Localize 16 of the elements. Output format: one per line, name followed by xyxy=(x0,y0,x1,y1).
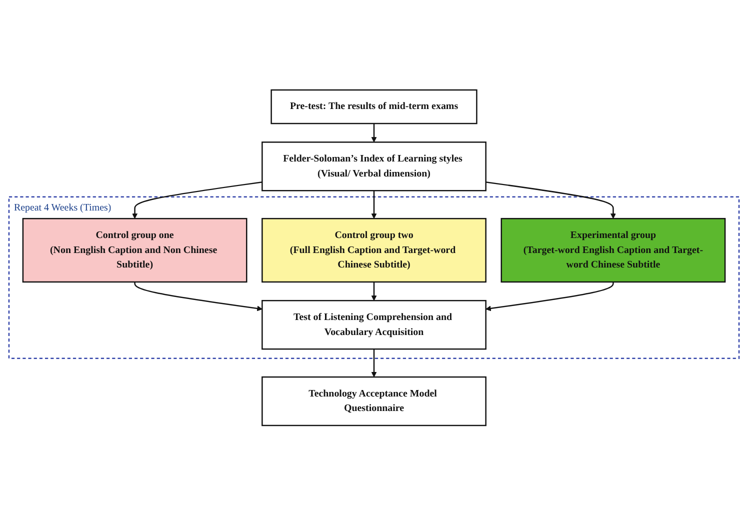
arrow xyxy=(486,282,614,312)
repeat-label: Repeat 4 Weeks (Times) xyxy=(14,202,112,214)
process-box: Experimental group (Target-word English Caption and Target-word Chinese Subtitle xyxy=(500,218,726,283)
arrow xyxy=(486,182,616,220)
process-box: Felder-Soloman’s Index of Learning styles (Visual/ Verbal dimension) xyxy=(262,142,486,192)
process-box: Control group one (Non English Caption and Non Chinese Subtitle) xyxy=(22,218,248,283)
arrow xyxy=(132,182,262,220)
arrow xyxy=(371,124,377,143)
arrow xyxy=(134,282,262,312)
process-box: Control group two (Full English Caption and Target-word Chinese Subtitle) xyxy=(262,218,486,283)
process-box: Technology Acceptance Model Questionnaire xyxy=(262,376,486,426)
process-box: Pre-test: The results of mid-term exams xyxy=(270,90,478,124)
arrow xyxy=(371,190,377,220)
arrow xyxy=(371,282,377,302)
process-box: Test of Listening Comprehension and Vocabulary Acquisition xyxy=(262,300,486,350)
arrow xyxy=(371,349,377,378)
